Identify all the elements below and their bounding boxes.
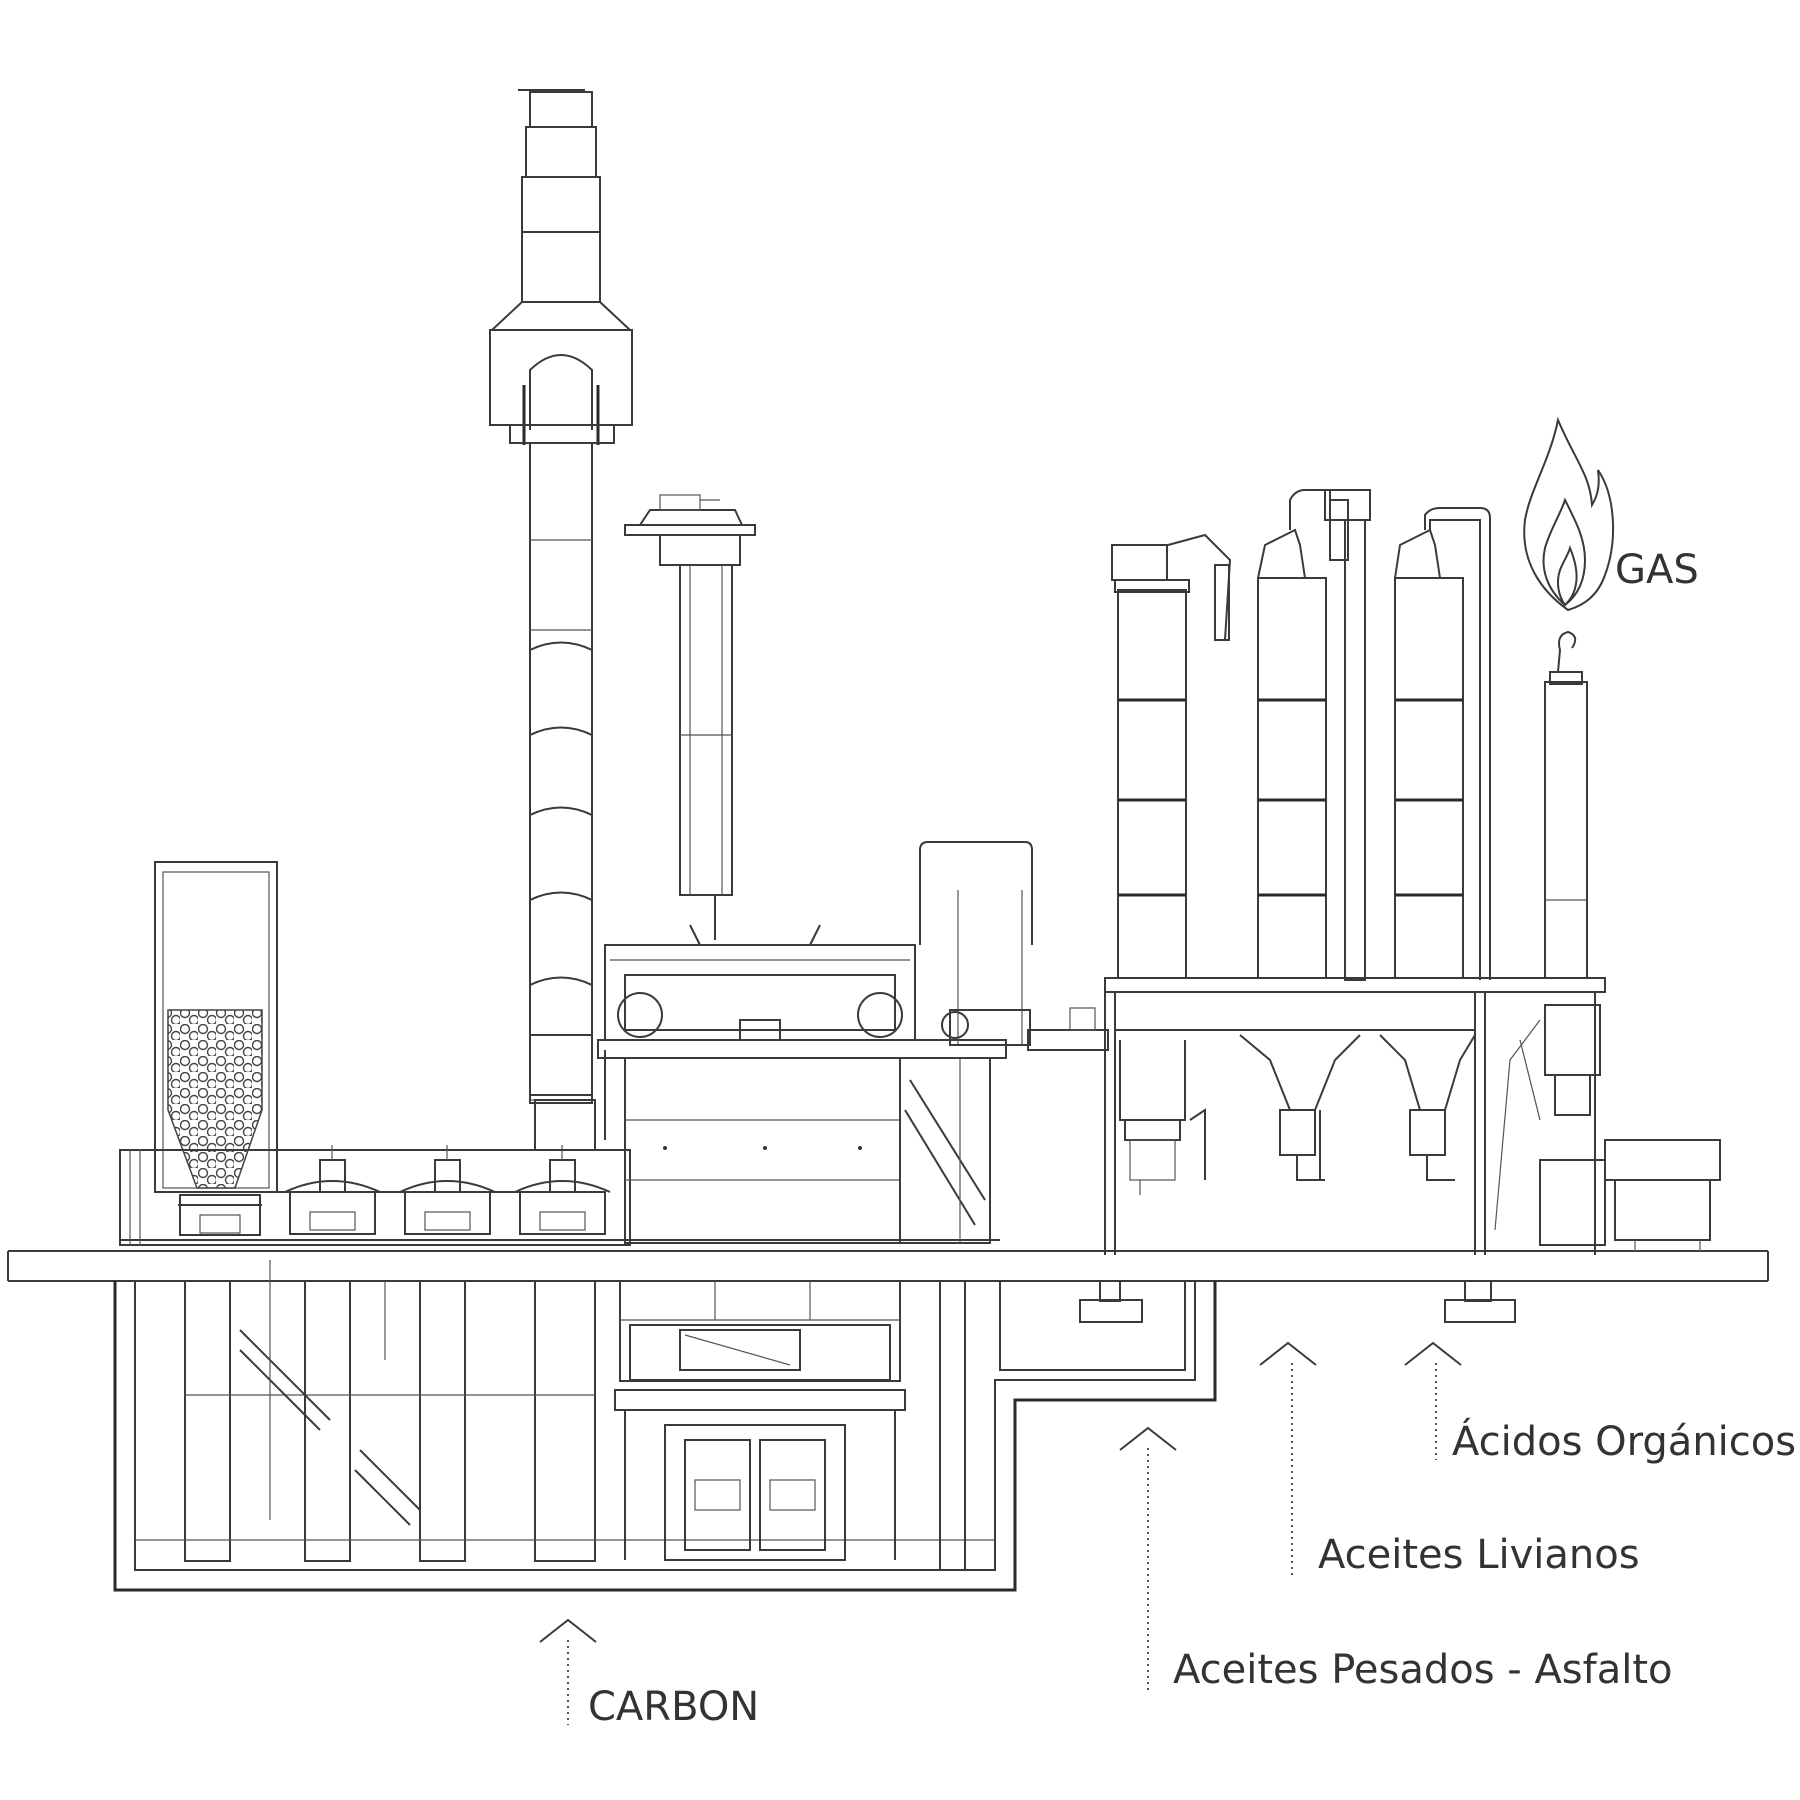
up-arrow-icon (1404, 1341, 1462, 1460)
condenser-tower-2 (1239, 489, 1371, 1181)
acidos-label: Ácidos Orgánicos (1452, 1417, 1796, 1465)
chimney-stack (489, 89, 633, 1151)
up-arrow-icon (539, 1618, 597, 1725)
flame-icon (1523, 416, 1614, 612)
underground-pit (113, 1281, 1217, 1592)
feed-hopper (154, 861, 278, 1193)
condenser-tower-1 (1111, 533, 1232, 1195)
ground-slab (7, 1239, 1769, 1282)
gas-label: GAS (1615, 547, 1699, 593)
auxiliary-equipment (1494, 1004, 1721, 1252)
carbon-label: CARBON (588, 1684, 759, 1730)
small-reactors (178, 1145, 611, 1236)
livianos-label: Aceites Livianos (1318, 1532, 1640, 1578)
pesados-label: Aceites Pesados - Asfalto (1173, 1647, 1673, 1693)
pit-columns (135, 1260, 995, 1562)
gas-flare-stack (1544, 630, 1588, 979)
underground-chamber (614, 1280, 966, 1570)
reactor-feed-column (624, 494, 756, 940)
up-arrow-icon (1119, 1426, 1177, 1690)
condenser-frame (1104, 977, 1606, 1255)
control-cabinet (919, 841, 1109, 1051)
condenser-tower-3 (1379, 507, 1491, 1181)
up-arrow-icon (1259, 1341, 1317, 1575)
main-reactor (597, 924, 1007, 1244)
footings (1079, 1280, 1516, 1323)
